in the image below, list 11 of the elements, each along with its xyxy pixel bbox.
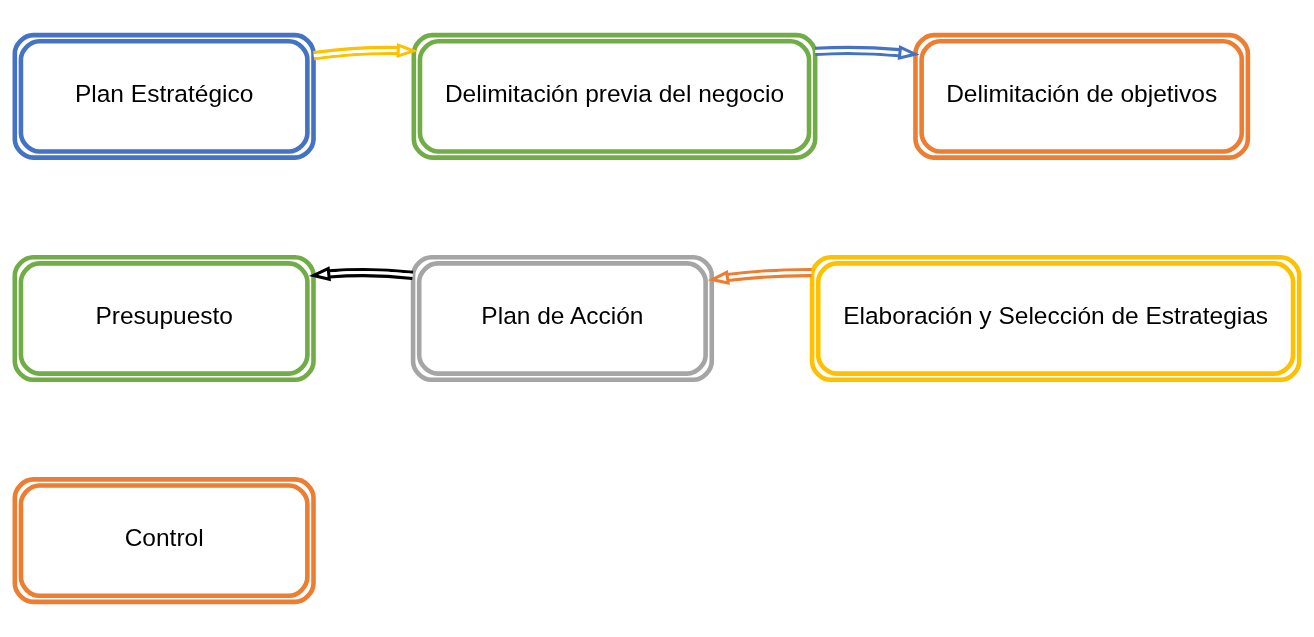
arrow bbox=[707, 267, 812, 285]
arrow bbox=[815, 45, 920, 61]
node-box: Control bbox=[12, 477, 316, 605]
node-box: Plan de Acción bbox=[410, 254, 715, 383]
node-box: Delimitación previa del negocio bbox=[411, 32, 818, 160]
node-box: Plan Estratégico bbox=[12, 32, 316, 160]
arrow bbox=[308, 266, 414, 282]
node-box: Elaboración y Selección de Estrategias bbox=[809, 254, 1302, 383]
node-box: Delimitación de objetivos bbox=[913, 32, 1251, 160]
node-box: Presupuesto bbox=[12, 254, 316, 383]
arrow bbox=[313, 42, 419, 61]
